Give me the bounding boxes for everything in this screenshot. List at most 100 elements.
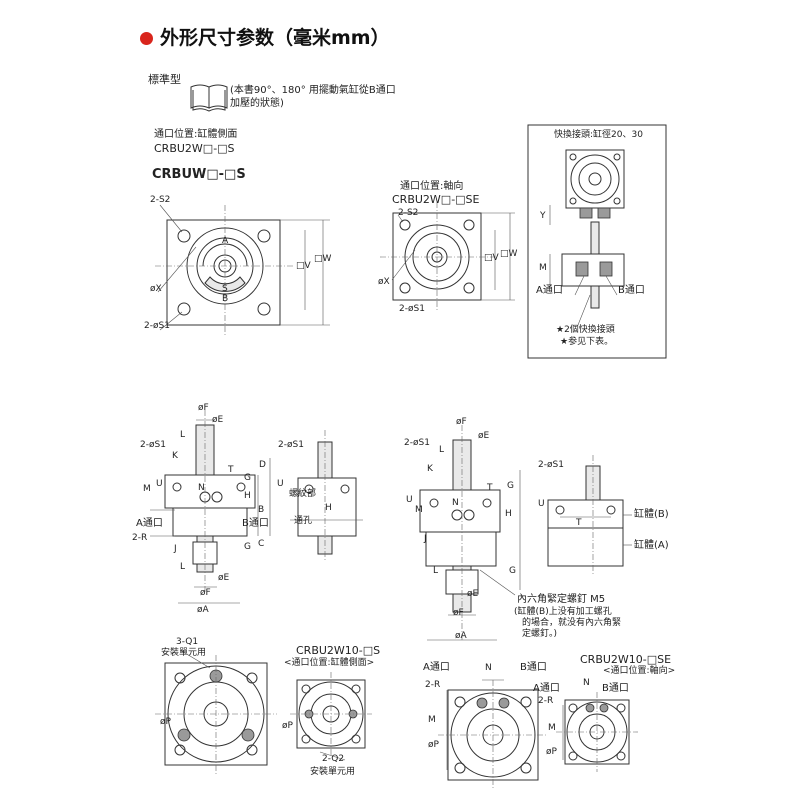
label-s2: 2-S2	[150, 195, 171, 205]
connector-note-2: ★参见下表。	[560, 337, 614, 347]
book-icon	[190, 84, 228, 112]
bullet-icon	[140, 32, 153, 45]
label-s1: 2-øS1	[144, 321, 170, 331]
label-v-mid: □V	[484, 253, 499, 263]
ml-thread: 螺紋部	[289, 489, 317, 499]
br-n2: N	[583, 678, 590, 688]
mark-b: B	[222, 294, 229, 304]
quick-connector-title: 快換接頭:缸徑20、30	[554, 130, 643, 140]
b-port-tr: B通口	[618, 285, 645, 296]
label-x: øX	[150, 284, 162, 294]
ml-f: øF	[198, 403, 209, 413]
bottom-right-flange	[438, 679, 548, 790]
br-pos: <通口位置:軸向>	[603, 666, 676, 676]
br-p: øP	[428, 740, 439, 750]
ml-n: N	[198, 483, 205, 493]
ml-s1-small: 2-øS1	[278, 440, 304, 450]
mr-f: øF	[456, 417, 467, 427]
ml-k: K	[172, 451, 178, 461]
br-model: CRBU2W10-□SE	[580, 653, 672, 666]
ml-u-small: U	[277, 479, 284, 489]
ml-h: H	[244, 491, 251, 501]
mid-right-small-view	[547, 455, 632, 575]
bottom-left-flange	[155, 649, 277, 775]
label-y: Y	[540, 211, 546, 221]
label-x-mid: øX	[378, 277, 390, 287]
ml-h2: H	[325, 503, 332, 513]
ml-d: D	[259, 460, 266, 470]
page-title: 外形尺寸参数（毫米mm）	[160, 27, 390, 49]
ml-f2: øF	[200, 588, 211, 598]
mr-t: T	[487, 483, 493, 493]
mr-g2: G	[509, 566, 516, 576]
mid-left-small-view	[290, 430, 363, 560]
mr-s1b: 2-øS1	[538, 460, 564, 470]
mr-j: J	[424, 534, 427, 544]
br-m2: M	[548, 723, 556, 733]
top-left-flange	[155, 204, 330, 335]
ml-hole: 通孔	[294, 516, 313, 526]
port-position-axial: 通口位置:軸向	[400, 181, 464, 192]
label-w-mid: □W	[500, 249, 518, 259]
connector-note-1: ★2個快換接頭	[556, 325, 615, 335]
ml-e2: øE	[218, 573, 230, 583]
ml-c: C	[258, 539, 265, 549]
port-position-side: 通口位置:缸體側面	[154, 129, 238, 140]
ml-l: L	[180, 430, 186, 440]
mid-left-side-view	[150, 410, 271, 604]
br-p2: øP	[546, 747, 557, 757]
bl-pos: <通口位置:缸體側面>	[284, 658, 375, 668]
top-right-box	[527, 124, 667, 359]
std-note-1: (本書90°、180° 用擺動氣缸從B通口	[230, 85, 396, 96]
label-s2-mid: 2-S2	[398, 208, 419, 218]
model-side: CRBU2W□-□S	[154, 142, 235, 155]
mark-s: S	[222, 284, 228, 294]
br-n: N	[485, 663, 492, 673]
ml-m: M	[143, 484, 151, 494]
label-s1-mid: 2-øS1	[399, 304, 425, 314]
br-r2: 2-R	[538, 696, 554, 706]
mr-body-b: 缸體(B)	[634, 509, 669, 520]
label-m-tr: M	[539, 263, 547, 273]
mr-m: M	[415, 505, 423, 515]
bl-p2: øP	[282, 721, 293, 731]
top-mid-flange	[380, 202, 515, 312]
model-main: CRBUW□-□S	[152, 167, 246, 182]
ml-l2: L	[180, 562, 186, 572]
ml-b: B	[258, 505, 265, 515]
bottom-left-small-flange	[290, 672, 372, 761]
bl-q2: 2-Q2	[322, 754, 345, 764]
ml-t: T	[228, 465, 234, 475]
mark-a: A	[222, 236, 229, 246]
bl-p: øP	[160, 717, 171, 727]
mr-bolt: 內六角緊定螺釘 M5	[517, 594, 606, 605]
mr-body-a: 缸體(A)	[634, 540, 669, 551]
ml-s1: 2-øS1	[140, 440, 166, 450]
std-label: 標準型	[148, 73, 181, 86]
bl-q2-label: 安裝單元用	[310, 767, 356, 777]
mr-t2: T	[576, 518, 582, 528]
mr-s1: 2-øS1	[404, 438, 430, 448]
mr-k: K	[427, 464, 433, 474]
mr-u: U	[406, 495, 413, 505]
ml-a-port: A通口	[136, 518, 163, 529]
mr-note-1: (缸體(B)上没有加工螺孔	[514, 607, 612, 617]
mr-note-3: 定螺釘。)	[522, 629, 558, 639]
br-a-port2: A通口	[533, 683, 560, 694]
mr-a: øA	[455, 631, 467, 641]
ml-a: øA	[197, 605, 209, 615]
mr-u2: U	[538, 499, 545, 509]
bl-model: CRBU2W10-□S	[296, 644, 381, 657]
a-port-tr: A通口	[536, 285, 563, 296]
mid-right-side-view	[419, 425, 521, 641]
mr-e2: øE	[467, 589, 479, 599]
mr-note-2: 的場合，就没有內六角緊	[522, 618, 622, 628]
mr-n: N	[452, 498, 459, 508]
std-note-2: 加壓的狀態)	[230, 98, 284, 109]
ml-u: U	[156, 479, 163, 489]
bl-q1: 3-Q1	[176, 637, 199, 647]
bottom-right-small-flange	[556, 692, 638, 772]
label-w: □W	[314, 254, 332, 264]
mr-g: G	[507, 481, 514, 491]
br-m: M	[428, 715, 436, 725]
